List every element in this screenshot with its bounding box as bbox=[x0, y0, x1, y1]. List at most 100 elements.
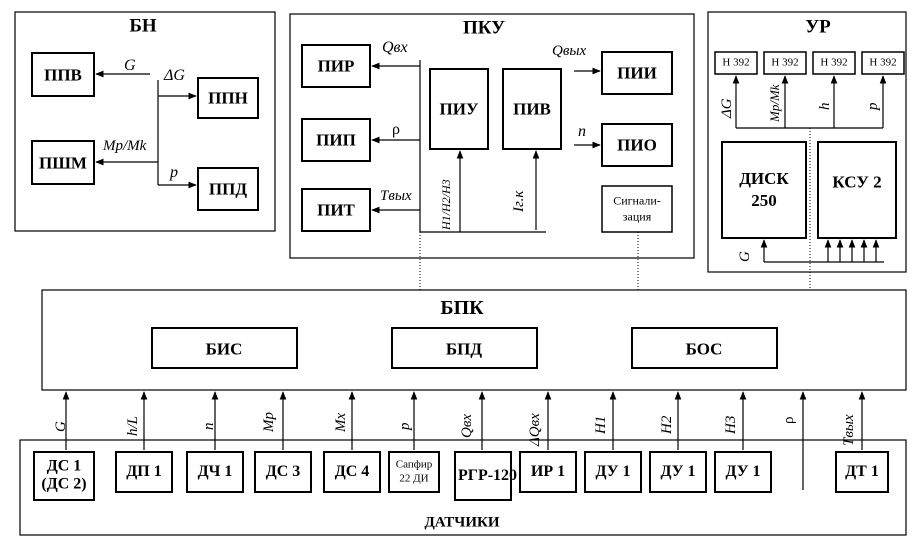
sensor-box-ds4 bbox=[323, 451, 381, 493]
sensor-name-dch1: ДЧ 1 bbox=[197, 462, 233, 480]
bpd-label: БПД bbox=[445, 339, 483, 359]
bn-signal-p: p bbox=[170, 164, 178, 181]
ppd-label: ППД bbox=[208, 179, 248, 199]
pku-frame bbox=[289, 13, 695, 259]
ppn-label: ППН bbox=[208, 88, 248, 108]
bis-box bbox=[151, 327, 298, 369]
n392-label-2: Н 392 bbox=[771, 56, 799, 69]
n392-label-3: Н 392 bbox=[820, 56, 848, 69]
sensor-name-ds3: ДС 3 bbox=[265, 462, 301, 480]
sensor-name-du1a: ДУ 1 bbox=[595, 462, 631, 480]
sensor-box-rgr bbox=[454, 451, 512, 501]
sensor-box-du1a bbox=[584, 451, 642, 493]
pip-box bbox=[301, 118, 371, 162]
pku-title: ПКУ bbox=[462, 17, 506, 39]
pir-box bbox=[301, 44, 371, 88]
bn-frame bbox=[14, 11, 276, 232]
n392-label-4: Н 392 bbox=[869, 56, 897, 69]
sensors-frame bbox=[19, 439, 907, 536]
sensor-name-sapfir: Сапфир 22 ДИ bbox=[395, 458, 433, 484]
disk-box bbox=[721, 141, 807, 239]
pip-label: ПИП bbox=[316, 130, 356, 150]
sensor-box-sapfir bbox=[388, 451, 440, 493]
bn-signal-dg: ΔG bbox=[164, 67, 185, 84]
bn-signal-g: G bbox=[124, 57, 136, 74]
sensor-box-dch1 bbox=[186, 451, 244, 493]
pio-box bbox=[601, 123, 673, 167]
ur-signal-h: h bbox=[817, 102, 833, 111]
n392-box-3 bbox=[812, 51, 856, 75]
ppn-box bbox=[197, 77, 259, 119]
signal-label: Сигнали-зация bbox=[613, 193, 661, 223]
pit-box bbox=[301, 188, 371, 232]
pio-label: ПИО bbox=[617, 135, 657, 155]
pshm-label: ПШМ bbox=[39, 153, 87, 173]
pku-signal-qout: Qвых bbox=[552, 43, 587, 59]
sensor-signal-tout: Tвых bbox=[841, 414, 857, 446]
sensor-name-ds1: ДС 1 (ДС 2) bbox=[41, 457, 87, 493]
ksu-label: КСУ 2 bbox=[832, 172, 882, 192]
ppd-box bbox=[197, 167, 259, 211]
sensor-box-ds3 bbox=[254, 451, 312, 493]
sensor-box-du1b bbox=[649, 451, 707, 493]
bos-label: БОС bbox=[685, 339, 723, 359]
signal-box bbox=[601, 185, 673, 233]
sensor-name-du1b: ДУ 1 bbox=[660, 462, 696, 480]
sensor-name-dt1: ДТ 1 bbox=[845, 462, 879, 480]
piu-label: ПИУ bbox=[439, 99, 479, 119]
pii-label: ПИИ bbox=[617, 63, 657, 83]
pku-signal-igk: Iг.к bbox=[511, 190, 527, 212]
ur-title: УР bbox=[805, 16, 831, 38]
sensor-name-ds4: ДС 4 bbox=[334, 462, 370, 480]
piv-box bbox=[502, 68, 562, 150]
sensor-name-ir1: ИР 1 bbox=[530, 462, 566, 480]
sensor-signal-rho: ρ bbox=[781, 416, 797, 425]
sensor-name-dp1: ДП 1 bbox=[126, 462, 162, 480]
sensor-signal-dqin: ΔQвх bbox=[527, 413, 543, 446]
sensor-signal-qin: Qвх bbox=[459, 413, 475, 438]
pku-signal-rho: ρ bbox=[392, 121, 400, 138]
sensors-title: ДАТЧИКИ bbox=[424, 514, 500, 531]
sensor-signal-mx: Mx bbox=[333, 412, 349, 432]
ksu-box bbox=[817, 141, 897, 239]
pku-signal-tout: Tвых bbox=[380, 188, 412, 204]
ur-signal-p: p bbox=[865, 102, 881, 111]
n392-label-1: Н 392 bbox=[722, 56, 750, 69]
sensor-signal-n: n bbox=[201, 422, 217, 431]
bn-title: БН bbox=[129, 15, 157, 37]
n392-box-4 bbox=[861, 51, 905, 75]
sensor-signal-mp: Mp bbox=[261, 412, 277, 432]
ppv-label: ППВ bbox=[44, 65, 82, 85]
bpk-title: БПК bbox=[440, 297, 484, 319]
n392-box-2 bbox=[763, 51, 807, 75]
sensor-signal-h2: H2 bbox=[659, 415, 675, 434]
sensor-signal-h3: H3 bbox=[723, 415, 739, 434]
ppv-box bbox=[31, 52, 95, 97]
sensor-box-du1c bbox=[714, 451, 772, 493]
ur-frame bbox=[707, 11, 907, 273]
pii-box bbox=[601, 51, 673, 95]
bos-box bbox=[631, 327, 778, 369]
bn-signal-mpmk: Mp/Mk bbox=[103, 138, 147, 154]
bpk-frame bbox=[41, 289, 907, 391]
pshm-box bbox=[31, 140, 95, 185]
ur-signal-dg: ΔG bbox=[719, 98, 735, 118]
sensor-signal-hl: h/L bbox=[125, 415, 141, 436]
sensor-name-du1c: ДУ 1 bbox=[725, 462, 761, 480]
pit-label: ПИТ bbox=[317, 200, 355, 220]
sensor-box-dp1 bbox=[115, 451, 173, 493]
sensor-signal-h1: H1 bbox=[593, 415, 609, 434]
sensor-signal-p: p bbox=[397, 422, 413, 431]
disk-label: ДИСК 250 bbox=[739, 168, 789, 210]
n392-box-1 bbox=[714, 51, 758, 75]
sensor-box-dt1 bbox=[835, 451, 889, 493]
pku-signal-h123: H1/H2/H3 bbox=[439, 179, 453, 230]
bpd-box bbox=[391, 327, 538, 369]
bis-label: БИС bbox=[205, 339, 243, 359]
ur-signal-mpmk: Mp/Mk bbox=[767, 84, 782, 122]
pir-label: ПИР bbox=[317, 56, 355, 76]
sensor-signal-g: G bbox=[53, 421, 69, 432]
ur-signal-g: G bbox=[737, 251, 753, 262]
